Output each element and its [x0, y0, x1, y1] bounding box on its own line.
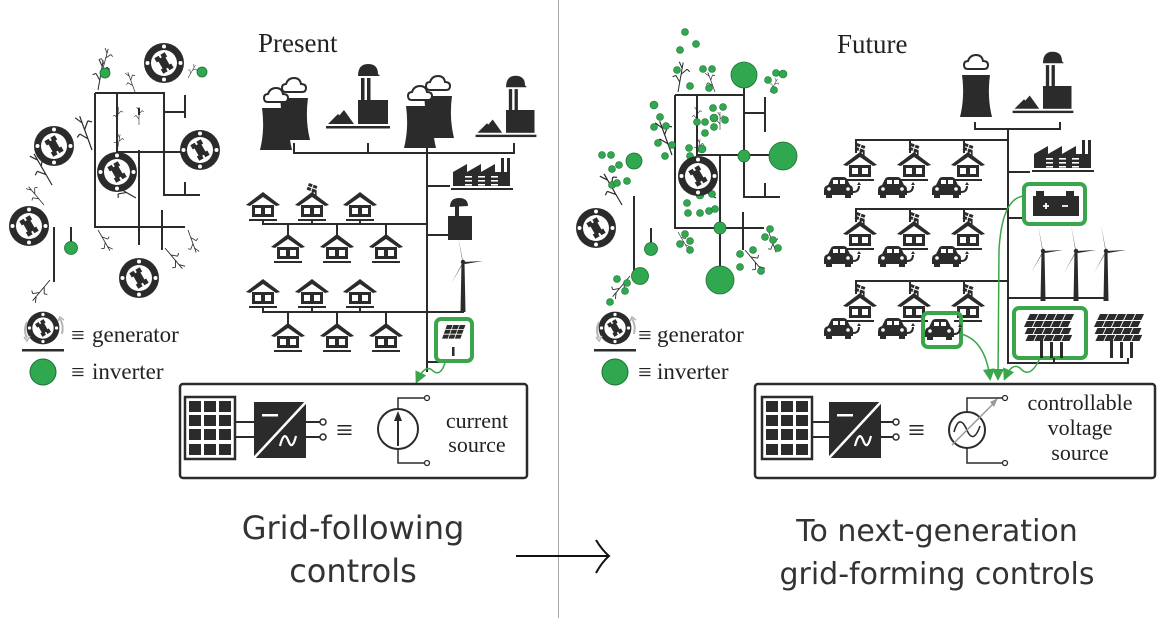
inverter-icon	[631, 267, 649, 285]
generator-icon	[576, 208, 616, 248]
controllable-voltage-source-icon	[948, 394, 1009, 467]
electric-car-icon	[924, 318, 963, 341]
legend-label-inverter: inverter	[92, 359, 164, 384]
generator-icon	[678, 156, 718, 196]
solar-farm-icon	[1017, 314, 1082, 358]
future-small-inverters	[598, 28, 788, 306]
coal-plant-icon	[1012, 51, 1074, 114]
equivalent-symbol: ≡	[908, 414, 925, 447]
factory-icon	[451, 158, 513, 190]
legend-equiv-inverter: ≡	[638, 360, 652, 386]
box-label-line1: controllable	[1027, 390, 1132, 415]
present-houses	[246, 183, 427, 352]
inverter-icon	[625, 152, 643, 170]
future-generators	[576, 156, 718, 248]
generator-icon	[180, 130, 220, 170]
solar-farm-icon	[1087, 314, 1152, 358]
wind-turbine-icon	[1031, 225, 1063, 301]
box-label-line1: current	[446, 408, 508, 433]
solar-farms	[1007, 306, 1152, 364]
dc-ac-converter-icon	[827, 400, 883, 460]
pv-module-icon	[760, 395, 814, 461]
equivalent-symbol: ≡	[336, 414, 353, 447]
highlighted-solar-farm	[1012, 306, 1088, 360]
box-label-line3: source	[1051, 440, 1108, 465]
inverter-icon	[705, 265, 735, 295]
future-legend: ≡ generator ≡ inverter	[594, 311, 744, 386]
inverter-icon	[99, 67, 111, 79]
caption-left-line2: controls	[289, 552, 417, 590]
future-panel: Future	[576, 28, 1157, 592]
cooling-tower-icon	[959, 54, 993, 118]
wind-turbine-icon	[451, 236, 483, 312]
legend-label-generator: generator	[657, 322, 744, 347]
wind-turbine-icon	[1094, 225, 1126, 301]
highlighted-solar-panel	[415, 317, 474, 384]
coal-plant-icon	[475, 75, 537, 138]
caption-left-line1: Grid-following	[242, 509, 465, 547]
caption-right-line1: To next-generation	[795, 514, 1078, 549]
highlighted-battery	[1008, 182, 1087, 226]
pv-module-icon	[183, 395, 237, 461]
box-label-line2: voltage	[1048, 415, 1113, 440]
generator-icon	[9, 206, 49, 246]
present-inverters	[64, 66, 208, 255]
future-houses-cars	[823, 139, 1008, 349]
generator-icon	[34, 126, 74, 166]
transition-arrow-icon	[516, 539, 611, 574]
future-inverters	[625, 61, 798, 295]
caption-right-line2: grid-forming controls	[779, 557, 1094, 592]
panel-title-future: Future	[837, 29, 908, 59]
factory-icon	[1032, 140, 1094, 172]
legend-label-inverter: inverter	[657, 359, 729, 384]
battery-icon	[1033, 191, 1079, 216]
inverter-icon	[737, 149, 751, 163]
inverter-legend-icon	[601, 358, 629, 386]
legend-equiv-inverter: ≡	[71, 360, 85, 386]
inverter-icon	[730, 61, 758, 89]
inverter-icon	[713, 221, 727, 235]
inverter-icon	[64, 241, 78, 255]
inverter-legend-icon	[29, 358, 57, 386]
highlighted-electric-car	[921, 311, 963, 349]
wind-farm	[1008, 225, 1126, 301]
panel-title-present: Present	[258, 28, 338, 58]
generator-legend-icon	[26, 311, 60, 345]
box-label-line2: source	[448, 432, 505, 457]
generator-icon	[119, 258, 159, 298]
legend-equiv-generator: ≡	[638, 323, 652, 349]
coal-plant-icon	[326, 64, 390, 129]
legend-label-generator: generator	[92, 322, 179, 347]
generator-legend-icon	[598, 311, 632, 345]
legend-equiv-generator: ≡	[71, 323, 85, 349]
dc-ac-converter-icon	[252, 400, 308, 460]
small-plant-icon	[448, 198, 472, 240]
flow-arrows	[960, 195, 1041, 381]
inverter-icon	[196, 66, 208, 78]
inverter-icon	[644, 242, 658, 256]
generator-icon	[144, 43, 184, 83]
generator-icon	[97, 152, 137, 192]
current-source-icon	[377, 394, 431, 467]
current-source-equivalence-box: ≡ current source	[178, 382, 529, 480]
voltage-source-equivalence-box: ≡ controllable voltage source	[753, 382, 1157, 480]
present-bulk-generation	[259, 64, 537, 154]
wind-turbine-icon	[1064, 225, 1096, 301]
present-panel: Present	[9, 28, 537, 590]
inverter-icon	[768, 141, 798, 171]
present-generators	[9, 43, 220, 298]
present-legend: ≡ generator ≡ inverter	[22, 311, 179, 386]
future-bulk-generation	[959, 51, 1074, 335]
